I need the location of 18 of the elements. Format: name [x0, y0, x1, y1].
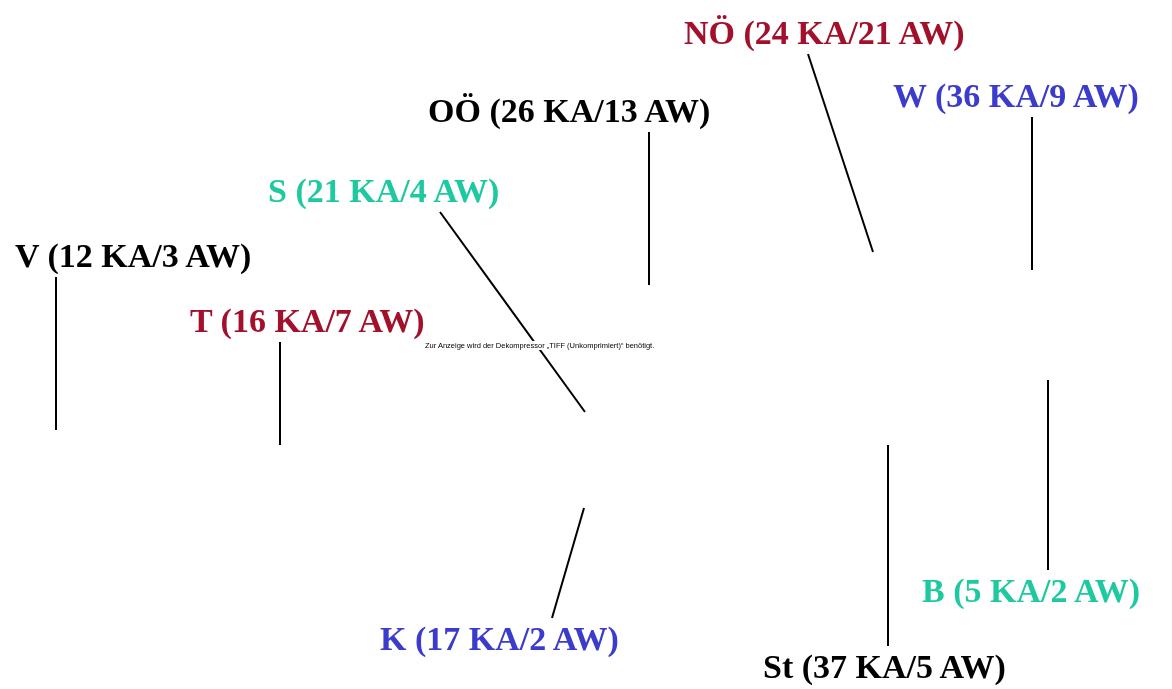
region-label: T (16 KA/7 AW)	[190, 302, 425, 340]
leader-line	[439, 211, 586, 413]
region-label: V (12 KA/3 AW)	[15, 237, 252, 275]
region-label: S (21 KA/4 AW)	[268, 172, 500, 210]
leader-line	[1031, 116, 1033, 271]
region-label: K (17 KA/2 AW)	[380, 620, 619, 658]
region-label: OÖ (26 KA/13 AW)	[428, 92, 711, 130]
leader-line	[1047, 379, 1049, 571]
leader-line	[55, 276, 57, 431]
leader-line	[551, 507, 585, 619]
region-label: W (36 KA/9 AW)	[893, 77, 1139, 115]
leader-line	[279, 341, 281, 446]
leader-line	[648, 131, 650, 286]
region-label: B (5 KA/2 AW)	[922, 572, 1141, 610]
region-label: St (37 KA/5 AW)	[763, 648, 1006, 686]
region-label: NÖ (24 KA/21 AW)	[684, 14, 965, 52]
leader-line	[807, 53, 874, 253]
leader-line	[887, 444, 889, 647]
